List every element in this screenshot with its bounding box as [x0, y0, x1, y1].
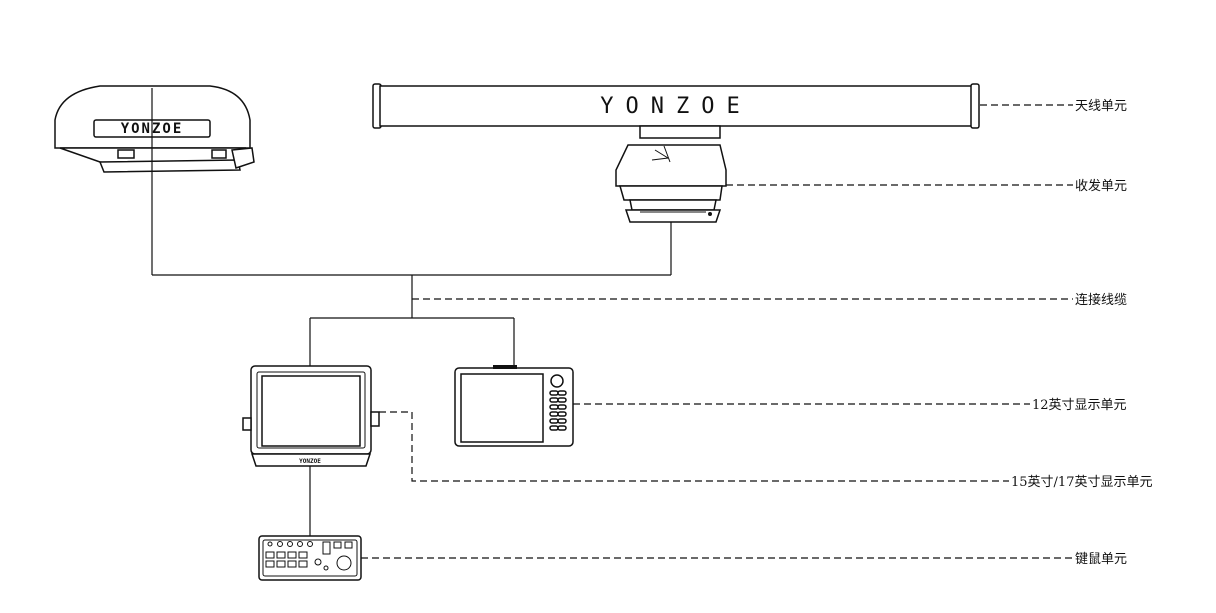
callout-labels: 天线单元 收发单元 连接线缆 12英寸显示单元 15英寸/17英寸显示单元 键鼠…	[1011, 99, 1152, 567]
keyboard-mouse-unit	[258, 535, 362, 581]
label-display-15-17: 15英寸/17英寸显示单元	[1011, 475, 1152, 490]
cable-lines	[151, 88, 672, 536]
antenna-brand: YONZOE	[600, 94, 751, 119]
antenna-unit: YONZOE	[372, 83, 980, 129]
dome-radar: YONZOE	[54, 85, 255, 173]
display-12	[454, 365, 574, 447]
label-connecting-cable: 连接线缆	[1075, 292, 1127, 308]
display-brand: YONZOE	[299, 458, 321, 465]
label-keyboard-mouse-unit: 键鼠单元	[1075, 552, 1127, 567]
leader-lines	[361, 104, 1073, 559]
label-transceiver-unit: 收发单元	[1075, 178, 1127, 194]
dome-brand: YONZOE	[121, 121, 184, 137]
display-15-17: YONZOE	[242, 365, 380, 467]
transceiver-unit	[615, 125, 727, 223]
label-display-12: 12英寸显示单元	[1032, 398, 1127, 413]
label-antenna-unit: 天线单元	[1075, 99, 1127, 114]
